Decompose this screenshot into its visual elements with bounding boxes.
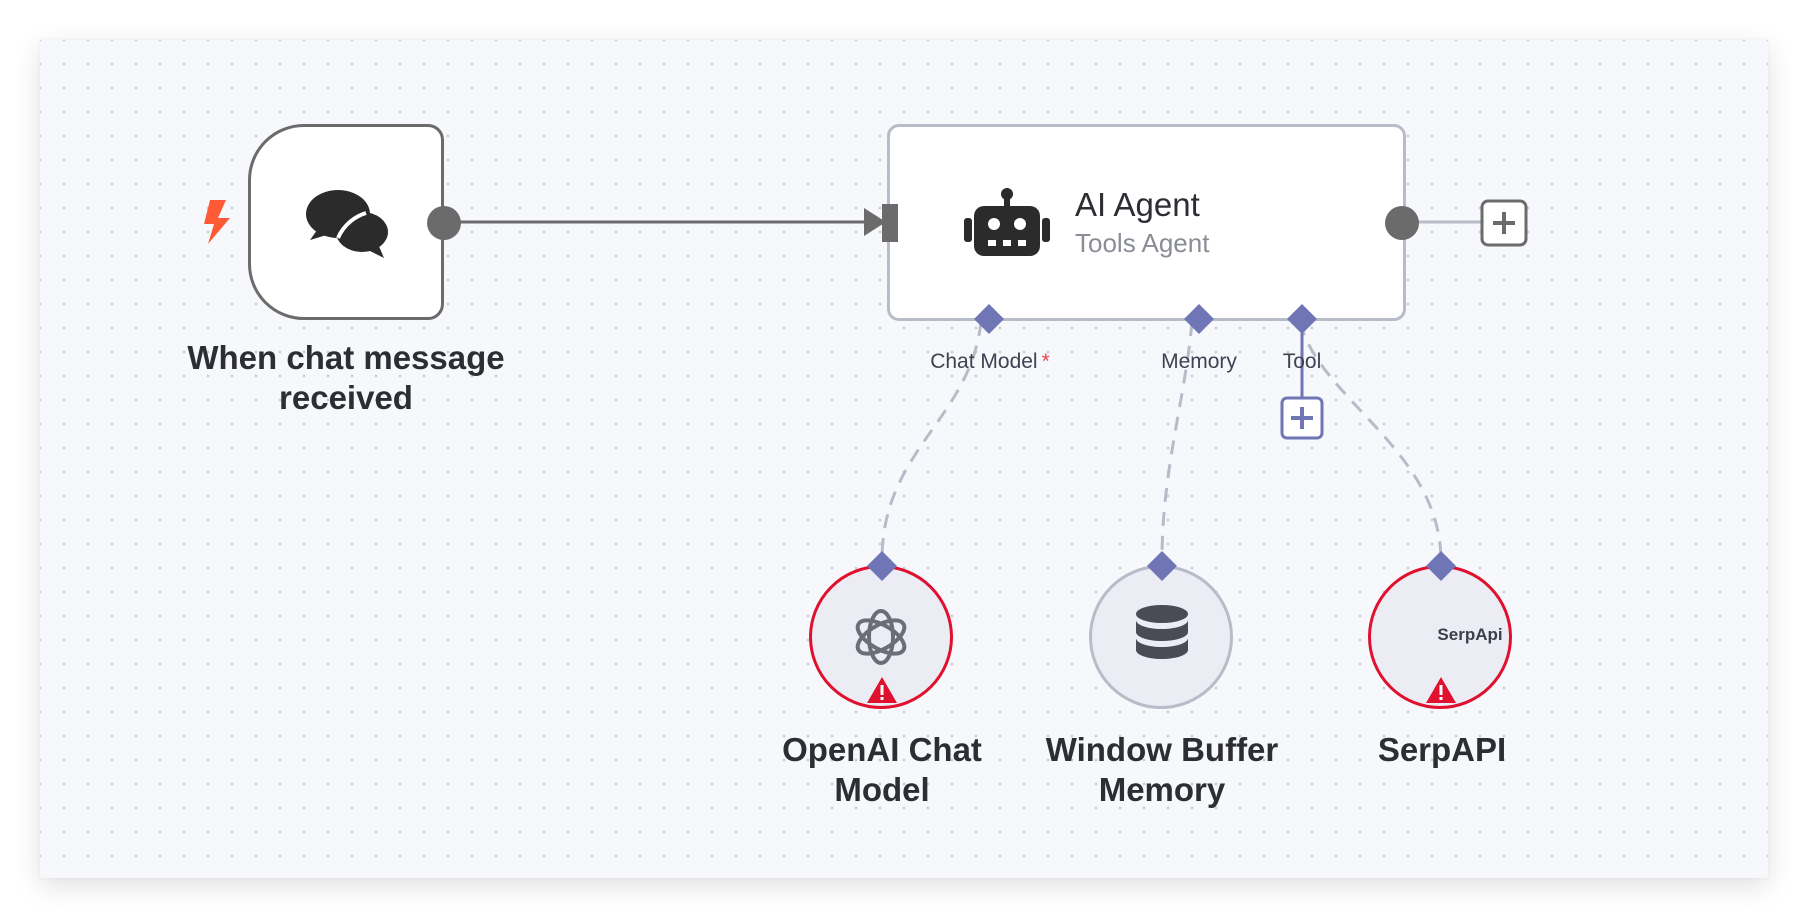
ai-agent-node[interactable] [887, 124, 1406, 321]
robot-icon [964, 188, 1050, 256]
add-tool-button[interactable] [1280, 396, 1324, 440]
agent-title: AI Agent [1075, 186, 1200, 223]
serpapi-node-label: SerpAPI [1300, 730, 1584, 770]
tool-connection[interactable] [1298, 321, 1443, 561]
warning-icon [867, 677, 897, 703]
chat-bubbles-icon [306, 190, 388, 258]
openai-label-line2: Model [834, 771, 930, 808]
memory-node-label: Window Buffer Memory [1020, 730, 1304, 810]
database-icon [1136, 605, 1188, 659]
openai-node-label: OpenAI Chat Model [740, 730, 1024, 810]
tool-port[interactable] [1286, 303, 1318, 335]
tool-port-label: Tool [1282, 350, 1322, 373]
serpapi-logo: SerpApi [1437, 625, 1503, 644]
serpapi-input-port[interactable] [1425, 550, 1457, 582]
connection-arrowhead [864, 208, 886, 236]
memory-port[interactable] [1183, 303, 1215, 335]
memory-label-line2: Memory [1098, 771, 1226, 808]
add-node-button[interactable] [1480, 199, 1528, 247]
memory-port-label: Memory [1161, 350, 1237, 373]
chat-model-connection[interactable] [880, 321, 983, 561]
memory-connection[interactable] [1160, 321, 1194, 561]
chat-model-port[interactable] [973, 303, 1005, 335]
trigger-label: When chat message received [187, 339, 505, 416]
lightning-bolt-icon [204, 200, 230, 244]
chat-model-port-label: Chat Model* [910, 350, 1070, 374]
serpapi-label-line1: SerpAPI [1377, 731, 1507, 768]
chat-model-label-text: Chat Model [930, 350, 1038, 373]
trigger-output-handle[interactable] [425, 204, 463, 242]
agent-subtitle: Tools Agent [1075, 228, 1210, 258]
warning-icon [1426, 677, 1456, 703]
openai-input-port[interactable] [866, 550, 898, 582]
openai-label-line1: OpenAI Chat [782, 731, 982, 768]
agent-input-handle[interactable] [880, 204, 900, 242]
memory-input-port[interactable] [1146, 550, 1178, 582]
openai-icon [855, 609, 907, 665]
agent-output-handle[interactable] [1383, 204, 1421, 242]
memory-label-line1: Window Buffer [1045, 731, 1279, 768]
required-indicator: * [1041, 350, 1050, 373]
